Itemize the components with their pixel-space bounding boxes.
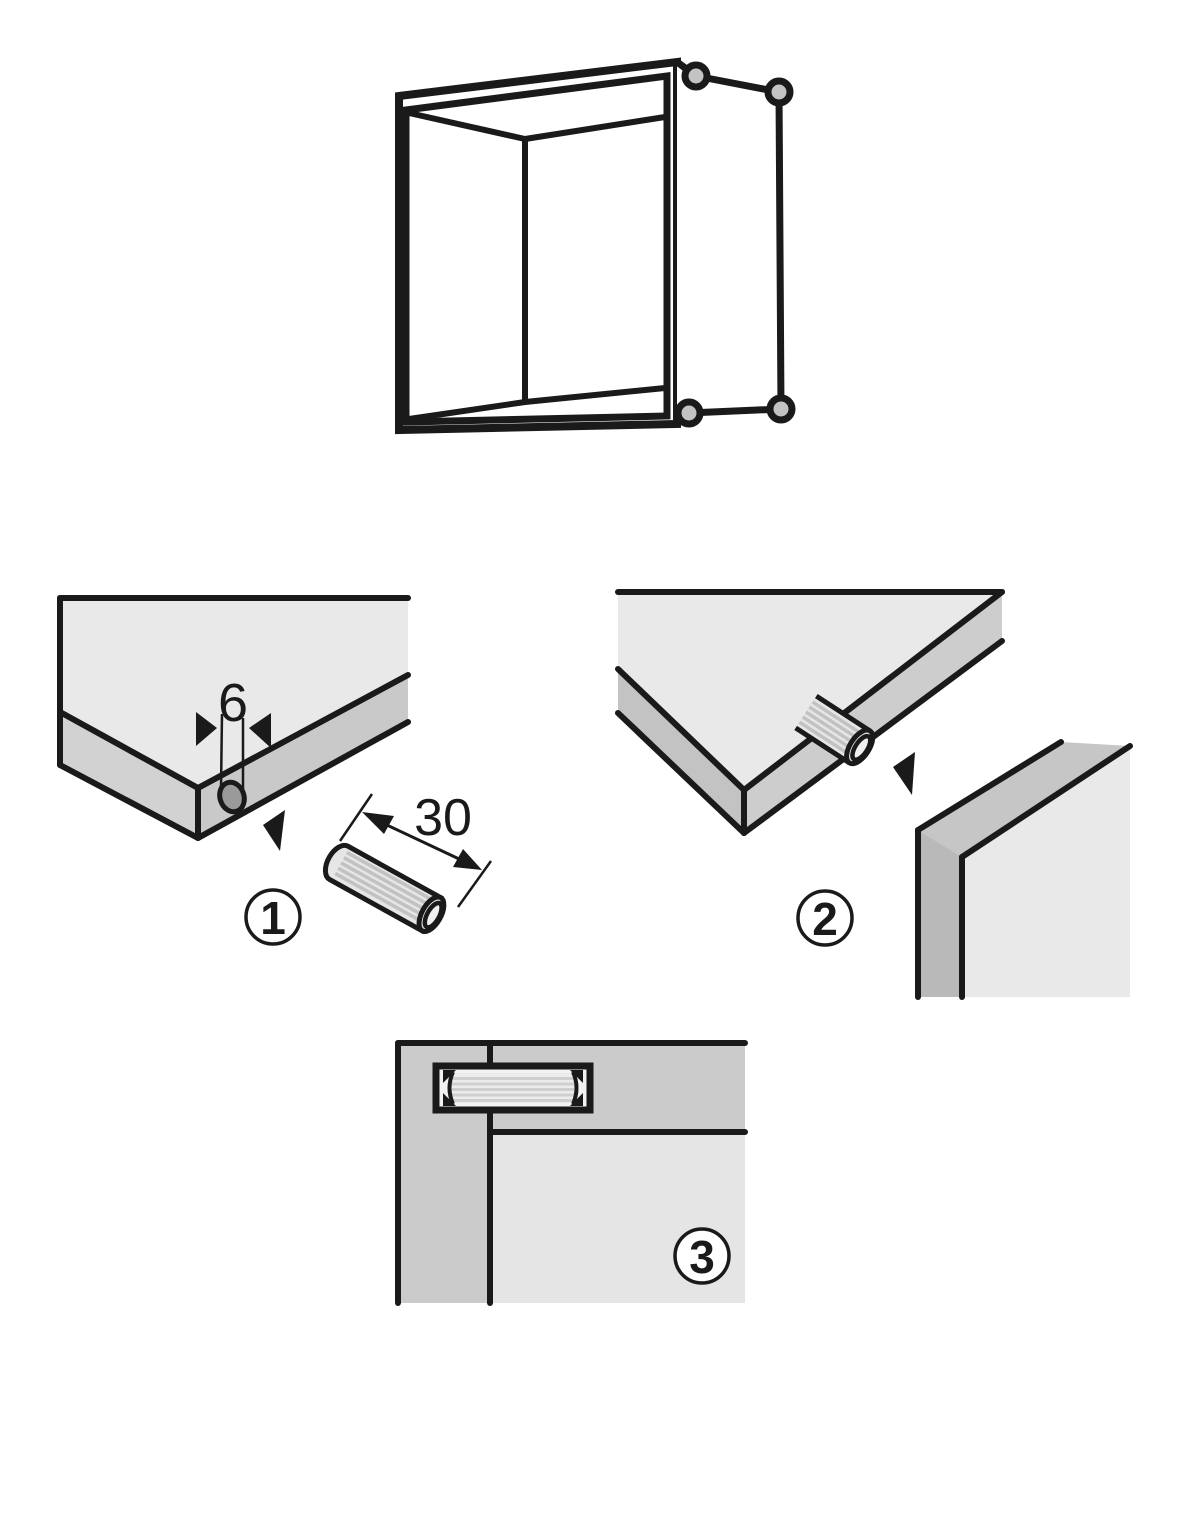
step1-panel-top-face (60, 598, 408, 788)
step2-receiving-panel-top-edge-face (918, 742, 1130, 857)
step-1-number: 1 (260, 892, 286, 944)
cabinet-overview (395, 57, 796, 435)
dowel-position-marker (764, 77, 794, 107)
step2-receiving-panel-front-face (962, 746, 1130, 997)
side-panel-outline (674, 59, 785, 427)
inserted-dowel (794, 693, 876, 767)
dimension-arrow-upleft-icon (362, 812, 394, 834)
dimension-arrow-left-icon (249, 713, 271, 748)
step-1-figure: 6 30 1 (57, 595, 493, 946)
dowel-cross-section (432, 1062, 594, 1114)
hole-diameter-dimension: 6 (196, 673, 271, 791)
wooden-dowel (322, 842, 447, 935)
step-2-number: 2 (812, 893, 838, 945)
dimension-arrow-right-icon (196, 712, 217, 746)
dowel-position-markers (674, 61, 796, 428)
step2-panel-top-face (618, 592, 1002, 790)
drill-hole (217, 779, 247, 815)
insertion-arrow-icon (263, 810, 285, 851)
step-3-figure: 3 (395, 1040, 748, 1306)
step1-panel-left-edge-face (60, 712, 198, 838)
step2-receiving-panel (915, 739, 1133, 1000)
step-2-badge: 2 (796, 889, 854, 947)
step2-panel-left-edge-face (618, 669, 744, 833)
dimension-arrow-downright-icon (453, 849, 482, 870)
dowel-position-marker (674, 398, 704, 428)
dowel-position-marker (681, 61, 711, 91)
step2-panel-front-edge-face (744, 592, 1002, 833)
cabinet-inner-frame (402, 72, 671, 426)
cabinet-interior-lines (406, 110, 668, 422)
hole-diameter-label: 6 (218, 673, 248, 733)
insertion-arrow-icon (893, 752, 915, 795)
dowel-length-label: 30 (414, 789, 472, 847)
step-2-figure: 2 (615, 589, 1133, 1000)
dowel-position-marker (766, 394, 796, 424)
dowel-length-dimension: 30 (338, 789, 493, 908)
step1-panel-front-edge-face (198, 675, 408, 838)
step-3-number: 3 (689, 1231, 715, 1283)
step-1-badge: 1 (244, 888, 302, 946)
step1-panel-outline (57, 595, 411, 841)
step2-receiving-panel-side-edge-face (918, 830, 962, 997)
step-3-badge: 3 (673, 1227, 731, 1285)
